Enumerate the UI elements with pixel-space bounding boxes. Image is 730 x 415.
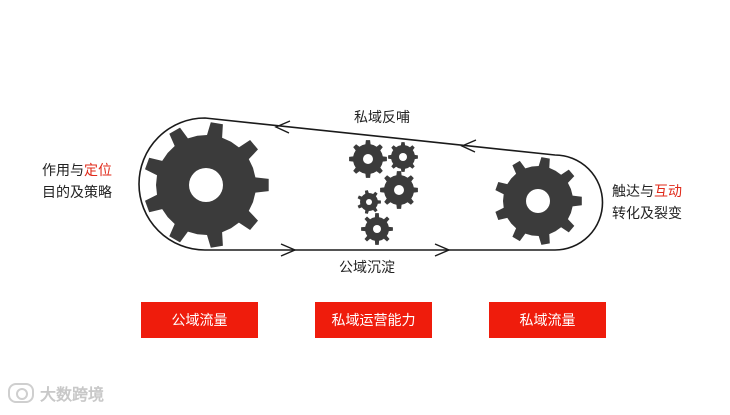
left-line-1: 作用与定位 (42, 163, 112, 179)
belt-loop (138, 117, 604, 251)
small-gear-2-icon (388, 142, 418, 172)
arrow-head-bottom-right (434, 243, 451, 257)
right-large-gear-hole (526, 189, 550, 213)
small-gear-5-hole (373, 225, 381, 233)
arrow-head-bottom-left (280, 243, 297, 257)
small-gear-2-hole (399, 153, 407, 161)
small-gear-3-icon (380, 171, 418, 209)
left-line-2: 目的及策略 (42, 185, 112, 201)
small-gear-1-icon (349, 140, 387, 178)
gears-group (145, 122, 582, 248)
small-gear-4-icon (357, 190, 381, 214)
watermark-text: 大数跨境 (40, 385, 105, 404)
left-large-gear-icon (145, 122, 269, 248)
left-highlight: 定位 (84, 163, 112, 179)
left-description: 作用与定位 目的及策略 (42, 160, 112, 204)
right-highlight: 互动 (654, 184, 682, 200)
small-gear-1-hole (363, 154, 373, 164)
arrow-head-top-right (460, 139, 477, 153)
right-large-gear-icon (495, 157, 582, 245)
watermark-logo-icon (8, 383, 34, 403)
small-gear-4-hole (366, 199, 372, 205)
small-gear-5-icon (361, 213, 393, 245)
watermark: 大数跨境 (8, 381, 104, 405)
public-traffic-box: 公域流量 (141, 302, 258, 338)
right-line-1: 触达与互动 (612, 184, 682, 200)
small-gear-3-hole (394, 185, 404, 195)
private-traffic-box: 私域流量 (489, 302, 606, 338)
right-line-2: 转化及裂变 (612, 206, 682, 222)
right-description: 触达与互动 转化及裂变 (612, 181, 682, 225)
bottom-arrow-heads (280, 243, 451, 257)
bottom-arrow-label: 公域沉淀 (339, 260, 395, 276)
top-arrow-heads (274, 120, 477, 153)
private-ops-box: 私域运营能力 (315, 302, 432, 338)
arrow-head-top-left (274, 120, 291, 134)
left-large-gear-hole (189, 168, 223, 202)
top-arrow-label: 私域反哺 (354, 110, 410, 126)
